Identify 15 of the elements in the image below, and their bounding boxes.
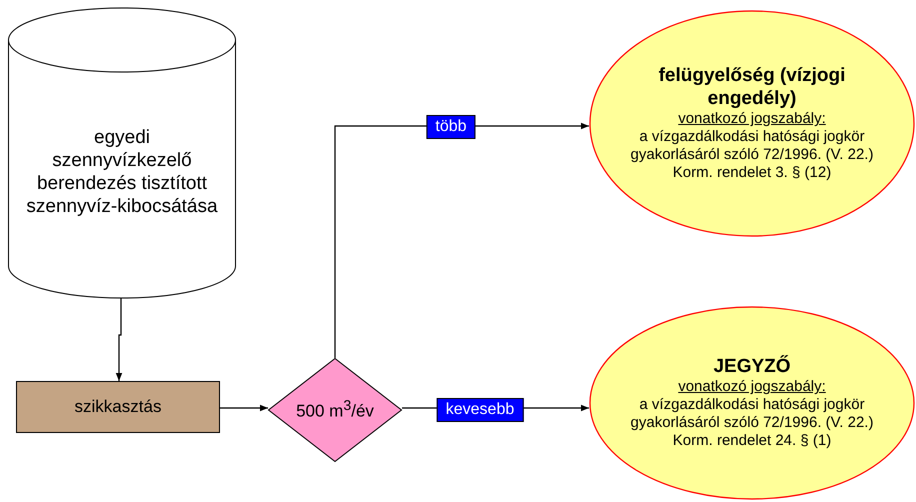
node-subtitle: vonatkozó jogszabály: <box>677 110 827 128</box>
node-text: a vízgazdálkodási hatósági jogkör gyakorlásáról szóló 72/1996. (V. 22.) Korm. rendelet 3. § (12) <box>630 128 874 182</box>
node-text: 500 m$^{3}$/év <box>296 398 374 422</box>
process-box <box>16 381 220 433</box>
arrow <box>334 122 589 358</box>
node-text: egyedi szennyvízkezelő berendezés tisztított szennyvíz-kibocsátása <box>25 127 219 219</box>
arrow <box>116 298 122 381</box>
edge-label: kevesebb <box>436 398 524 422</box>
node-title: JEGYZŐ <box>712 356 792 378</box>
node-text: a vízgazdálkodási hatósági jogkör gyakorlásáról szóló 72/1996. (V. 22.) Korm. rendelet 24. § (1) <box>630 396 874 450</box>
edge-label: több <box>426 115 476 139</box>
arrow <box>220 404 268 412</box>
node-title: felügyelőség (vízjogi engedély) <box>658 64 846 110</box>
node-subtitle: vonatkozó jogszabály: <box>677 378 827 396</box>
node-text: szikkasztás <box>74 396 162 418</box>
